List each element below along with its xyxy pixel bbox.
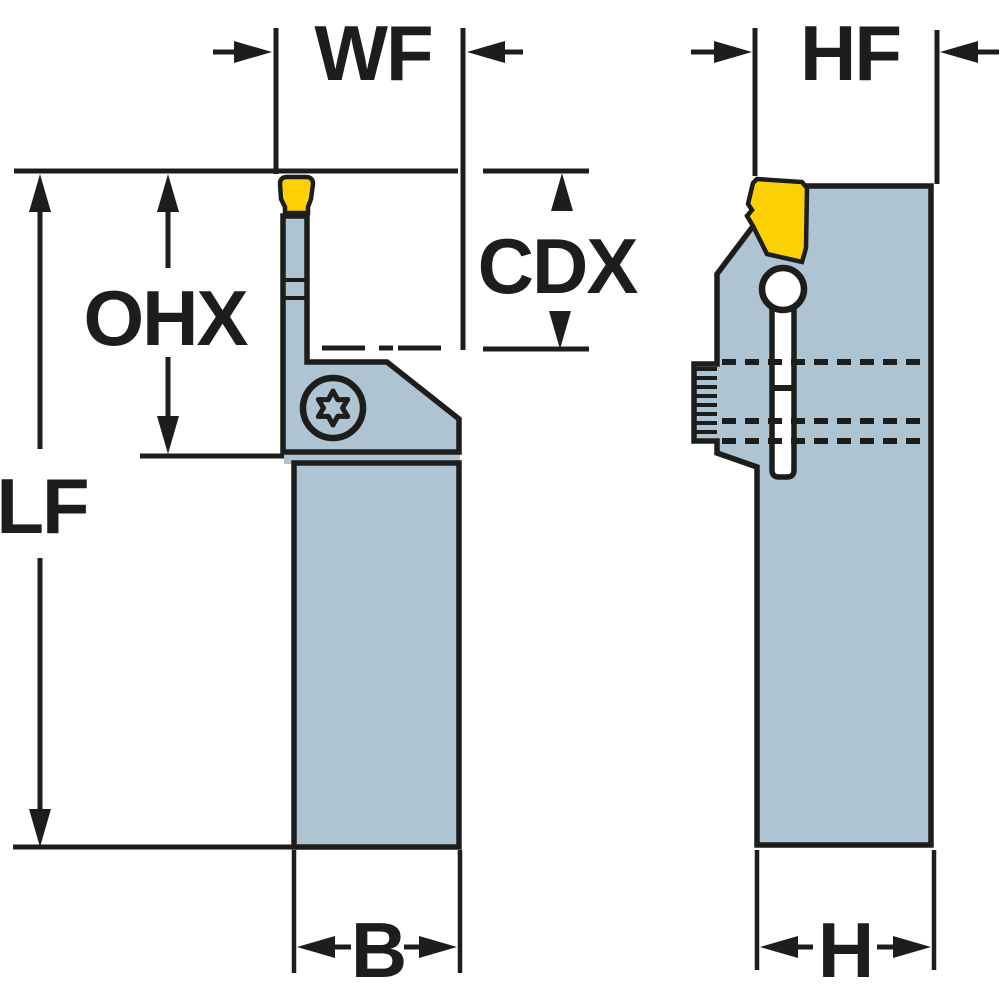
ohx-arrow-up — [157, 174, 179, 212]
label-b: B — [351, 906, 405, 994]
dimension-ohx — [140, 174, 284, 459]
b-arrow-right — [419, 936, 457, 958]
torx-screw-icon — [299, 374, 367, 442]
torx-star-icon — [315, 388, 351, 428]
label-hf: HF — [800, 9, 900, 97]
label-wf: WF — [314, 9, 431, 97]
dimension-wf — [213, 28, 523, 350]
cutting-insert-side — [744, 176, 810, 265]
hidden-detail-dashed-lines — [722, 359, 929, 444]
dimension-b — [291, 850, 463, 973]
clamp-slot — [769, 292, 797, 480]
screw-hole — [758, 264, 808, 314]
hf-arrow-left — [714, 41, 752, 63]
label-lf: LF — [0, 462, 88, 550]
side-view-body — [691, 183, 934, 848]
dimension-h — [754, 850, 937, 970]
label-cdx: CDX — [478, 222, 639, 310]
serration-teeth — [693, 367, 717, 434]
lf-arrow-up — [29, 174, 51, 212]
front-view-shank — [291, 460, 462, 850]
ohx-arrow-down — [157, 416, 179, 454]
label-h: H — [818, 906, 872, 994]
label-ohx: OHX — [83, 274, 248, 362]
hf-arrow-right — [940, 41, 978, 63]
cutting-insert-front — [277, 174, 316, 216]
b-arrow-left — [297, 936, 335, 958]
lf-arrow-down — [29, 809, 51, 847]
wf-arrow-left — [234, 41, 272, 63]
dimension-lf — [13, 174, 294, 850]
dimension-cdx — [322, 168, 589, 352]
h-arrow-left — [760, 936, 798, 958]
cdx-arrow-up — [551, 173, 573, 211]
dimension-hf — [691, 28, 999, 184]
cdx-arrow-down — [549, 311, 571, 349]
wf-arrow-right — [467, 41, 505, 63]
h-arrow-right — [893, 936, 931, 958]
